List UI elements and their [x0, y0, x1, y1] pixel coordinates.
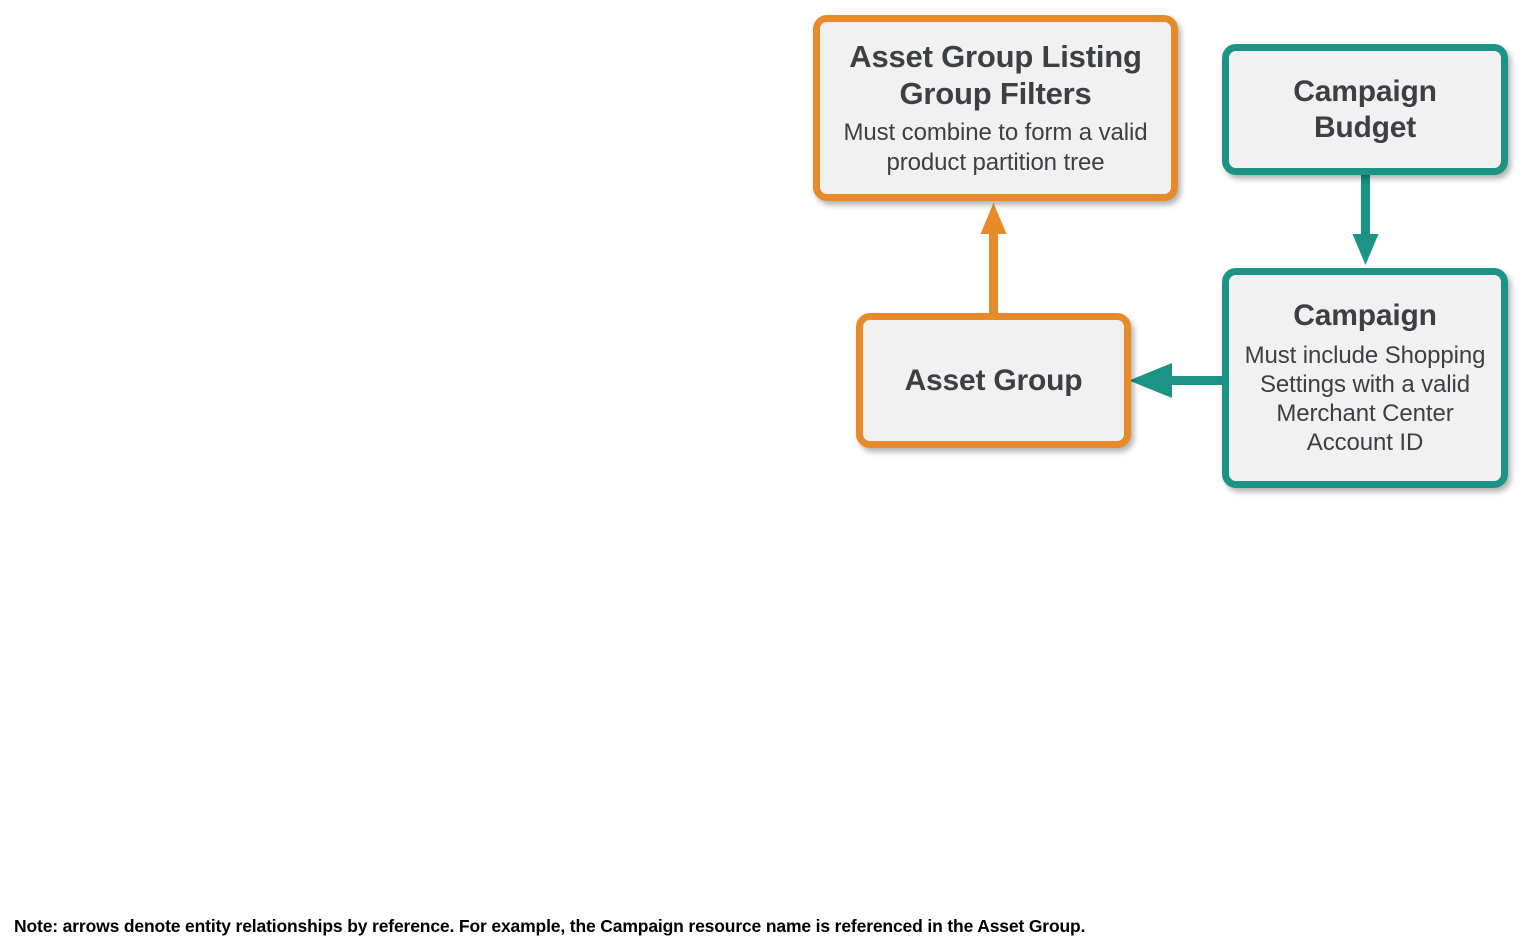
node-asset-group-listing-group-filters[interactable]: Asset Group Listing Group Filters Must c… [813, 15, 1178, 201]
node-title: Asset Group [904, 363, 1083, 397]
node-title: Campaign Budget [1293, 75, 1437, 144]
node-title: Asset Group Listing Group Filters [849, 39, 1142, 111]
node-title: Campaign [1293, 299, 1437, 333]
node-subtitle: Must combine to form a valid product par… [843, 119, 1148, 176]
diagram-footnote: Note: arrows denote entity relationships… [14, 916, 1086, 936]
arrow-campaign-to-asset-group [1129, 363, 1226, 398]
node-subtitle: Must include Shopping Settings with a va… [1244, 341, 1486, 457]
node-asset-group[interactable]: Asset Group [856, 313, 1131, 448]
arrow-campaign-budget-to-campaign [1352, 174, 1379, 265]
node-campaign-budget[interactable]: Campaign Budget [1222, 44, 1508, 175]
arrow-asset-group-to-listing-group-filters [980, 203, 1007, 314]
node-campaign[interactable]: Campaign Must include Shopping Settings … [1222, 268, 1508, 488]
